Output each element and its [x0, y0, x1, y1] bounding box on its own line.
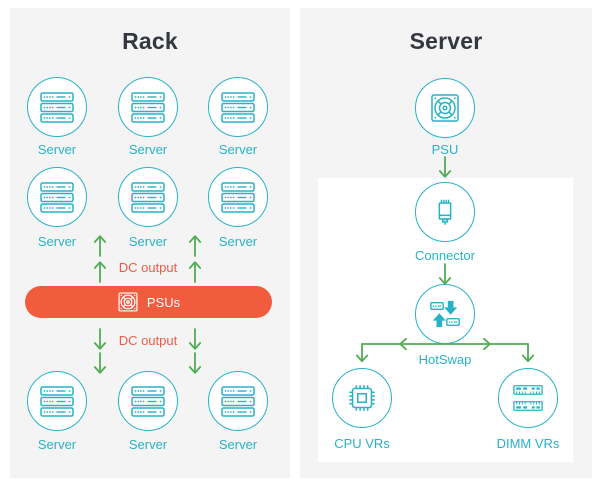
server-icon [221, 181, 255, 213]
psu-fan-icon [118, 292, 138, 312]
connector-to-hotswap-arrow [437, 263, 453, 287]
server-node [27, 167, 87, 227]
down-arrow-icon [93, 352, 107, 374]
hotswap-branch-connector [352, 338, 538, 368]
server-node [118, 371, 178, 431]
down-arrow-icon [438, 156, 452, 178]
dc-down-arrow [92, 352, 108, 376]
server-node [208, 167, 268, 227]
server-label: Server [218, 437, 258, 452]
server-icon [221, 91, 255, 123]
psus-bar: PSUs [25, 286, 272, 318]
server-icon [131, 385, 165, 417]
dimm-vrs-label: DIMM VRs [496, 436, 560, 451]
server-panel: Server PSU [300, 8, 592, 478]
dc-up-arrow [187, 233, 203, 257]
server-node [118, 77, 178, 137]
dc-up-arrow [92, 233, 108, 257]
dc-down-arrow [187, 328, 203, 352]
dc-output-label-bottom: DC output [118, 333, 178, 348]
server-label: Server [37, 437, 77, 452]
cpu-chip-icon [349, 385, 375, 411]
dimm-icon [513, 385, 543, 411]
server-icon [131, 91, 165, 123]
cpu-vrs-label: CPU VRs [334, 436, 390, 451]
cpu-vrs-node [332, 368, 392, 428]
psu-label: PSU [431, 142, 459, 157]
psu-fan-icon [431, 94, 459, 122]
server-icon [40, 181, 74, 213]
hotswap-icon [430, 300, 460, 328]
down-arrow-icon [93, 328, 107, 350]
down-arrow-icon [438, 263, 452, 285]
rack-panel: Rack [10, 8, 290, 478]
server-node [27, 77, 87, 137]
up-arrow-icon [188, 261, 202, 283]
hotswap-label: HotSwap [418, 352, 472, 367]
dc-output-label-top: DC output [118, 260, 178, 275]
dc-up-arrow [92, 259, 108, 283]
server-label: Server [218, 142, 258, 157]
server-icon [221, 385, 255, 417]
up-arrow-icon [93, 235, 107, 257]
server-label: Server [37, 142, 77, 157]
connector-label: Connector [415, 248, 475, 263]
server-node [208, 371, 268, 431]
dc-up-arrow [187, 259, 203, 283]
connector-icon [438, 199, 452, 225]
hotswap-node [415, 284, 475, 344]
up-arrow-icon [93, 261, 107, 283]
server-title: Server [409, 28, 483, 54]
psu-node [415, 78, 475, 138]
up-arrow-icon [188, 235, 202, 257]
down-arrow-icon [188, 328, 202, 350]
server-icon [40, 91, 74, 123]
psu-to-box-arrow [437, 156, 453, 180]
server-label: Server [218, 234, 258, 249]
server-node [118, 167, 178, 227]
psus-label: PSUs [146, 294, 181, 310]
server-icon [40, 385, 74, 417]
server-node [27, 371, 87, 431]
server-icon [131, 181, 165, 213]
rack-title: Rack [122, 28, 178, 54]
server-label: Server [128, 437, 168, 452]
dimm-vrs-node [498, 368, 558, 428]
connector-node [415, 182, 475, 242]
server-label: Server [37, 234, 77, 249]
dc-down-arrow [92, 328, 108, 352]
server-node [208, 77, 268, 137]
server-label: Server [128, 142, 168, 157]
down-arrow-icon [188, 352, 202, 374]
server-label: Server [128, 234, 168, 249]
dc-down-arrow [187, 352, 203, 376]
